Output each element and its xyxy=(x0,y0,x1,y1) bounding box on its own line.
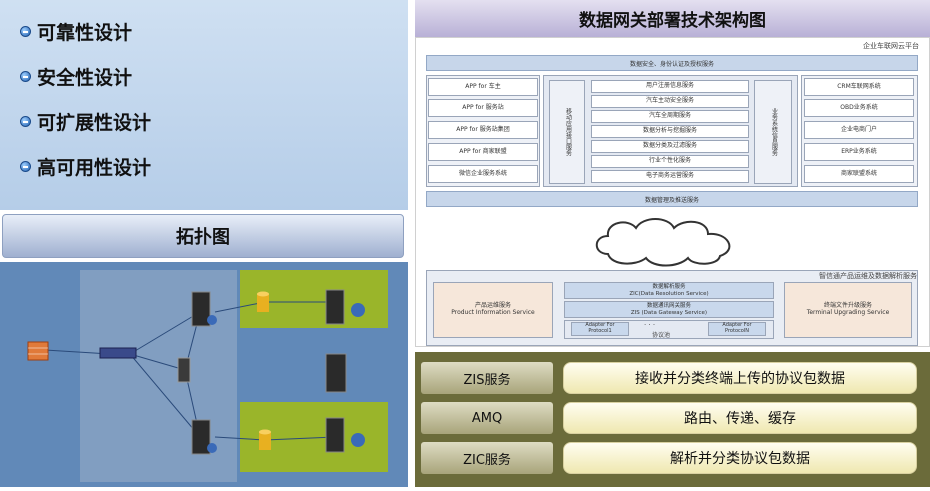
bullet-icon xyxy=(20,71,31,82)
app-item: APP for 商家联盟 xyxy=(428,143,538,161)
bullet-icon xyxy=(20,161,31,172)
service-name: AMQ xyxy=(421,402,553,434)
design-item: 安全性设计 xyxy=(20,63,132,90)
system-item: OBD业务系统 xyxy=(804,99,914,117)
system-item: 企业电商门户 xyxy=(804,121,914,139)
cloud-icon xyxy=(595,218,731,267)
app-item: APP for 车主 xyxy=(428,78,538,96)
product-info-box: 产品运维服务 Product Information Service xyxy=(433,282,553,338)
design-list-panel: 可靠性设计 安全性设计 可扩展性设计 高可用性设计 xyxy=(0,0,408,210)
adapter-1: Adapter For Protocol1 xyxy=(571,322,629,336)
ops-label: 智信通产品运维及数据解析服务 xyxy=(819,272,917,280)
service-desc: 接收并分类终端上传的协议包数据 xyxy=(563,362,917,394)
server-icon xyxy=(325,353,347,393)
mobile-gateway: 移动应用接口服务 xyxy=(549,80,585,184)
app-item: 微信企业服务系统 xyxy=(428,165,538,183)
adapter-dots: · · · xyxy=(644,321,656,329)
design-item: 可靠性设计 xyxy=(20,18,132,45)
server-icon xyxy=(325,417,365,453)
app-item: APP for 服务站集团 xyxy=(428,121,538,139)
server-icon xyxy=(325,289,365,325)
zis-box: 数据通讯网关服务 ZIS (Data Gateway Service) xyxy=(564,301,774,318)
service-item: 用户注册信息服务 xyxy=(591,80,749,93)
service-name: ZIS服务 xyxy=(421,362,553,394)
database-icon xyxy=(259,429,271,450)
security-bar: 数据安全、身份认证及授权服务 xyxy=(426,55,918,71)
service-desc: 路由、传递、缓存 xyxy=(563,402,917,434)
topology-svg xyxy=(27,270,388,482)
architecture-diagram: 企业车联网云平台 数据安全、身份认证及授权服务 APP for 车主 APP f… xyxy=(415,37,930,347)
service-desc: 解析并分类协议包数据 xyxy=(563,442,917,474)
router-icon xyxy=(177,357,191,383)
zic-box: 数据解析服务 ZIC(Data Resolution Service) xyxy=(564,282,774,299)
service-item: 数据分析与挖掘服务 xyxy=(591,125,749,138)
cloud-platform-label: 企业车联网云平台 xyxy=(863,42,919,50)
service-item: 行业个性化服务 xyxy=(591,155,749,168)
topology-title: 拓扑图 xyxy=(2,214,404,258)
service-item: 汽车主动安全服务 xyxy=(591,95,749,108)
system-item: CRM车联网系统 xyxy=(804,78,914,96)
topology-diagram xyxy=(0,262,408,487)
service-name: ZIC服务 xyxy=(421,442,553,474)
services-table: ZIS服务 接收并分类终端上传的协议包数据 AMQ 路由、传递、缓存 ZIC服务… xyxy=(415,352,930,487)
upgrading-box: 终端文件升级服务 Terminal Upgrading Service xyxy=(784,282,912,338)
service-item: 汽车全周期服务 xyxy=(591,110,749,123)
server-icon xyxy=(191,291,217,327)
design-item: 可扩展性设计 xyxy=(20,108,151,135)
service-item: 数据分类及过滤服务 xyxy=(591,140,749,153)
service-item: 电子商务运营服务 xyxy=(591,170,749,183)
firewall-icon xyxy=(27,341,49,361)
system-item: ERP业务系统 xyxy=(804,143,914,161)
app-item: APP for 服务站 xyxy=(428,99,538,117)
system-item: 商家联盟系统 xyxy=(804,165,914,183)
architecture-title: 数据网关部署技术架构图 xyxy=(415,0,930,37)
business-gateway: 业务系统信息服务 xyxy=(754,80,792,184)
design-item: 高可用性设计 xyxy=(20,153,151,180)
data-management-bar: 数据管理及推送服务 xyxy=(426,191,918,207)
database-icon xyxy=(257,291,269,312)
switch-icon xyxy=(99,347,137,359)
server-icon xyxy=(191,419,217,455)
bullet-icon xyxy=(20,26,31,37)
bullet-icon xyxy=(20,116,31,127)
adapter-n: Adapter For ProtocolN xyxy=(708,322,766,336)
protocol-pool-label: 协议池 xyxy=(652,332,671,339)
